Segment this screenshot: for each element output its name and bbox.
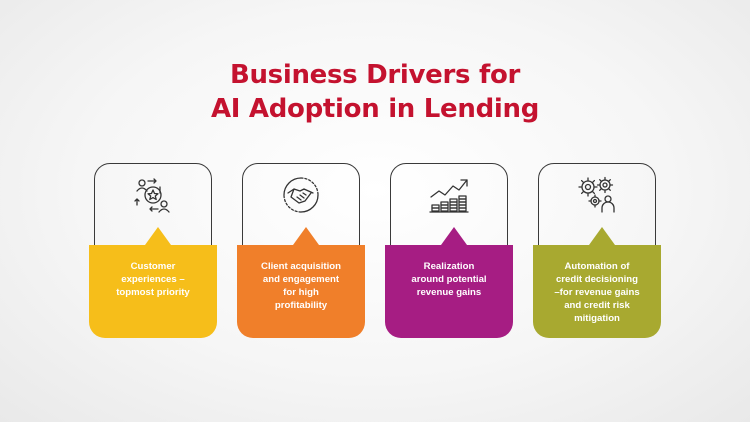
card-text-line: Customer bbox=[130, 261, 176, 272]
title-line-1: Business Drivers for bbox=[229, 60, 521, 90]
card-text-line: topmost priority bbox=[116, 287, 190, 298]
card-pointer bbox=[145, 227, 171, 245]
card-text: Client acquisition and engagement for hi… bbox=[240, 260, 362, 312]
card-text-line: and engagement bbox=[262, 274, 340, 285]
card-text-line: for high bbox=[283, 287, 319, 298]
card-text: Automation of credit decisioning –for re… bbox=[536, 260, 658, 325]
driver-card-client-acquisition: Client acquisition and engagement for hi… bbox=[237, 163, 365, 338]
card-color-panel bbox=[385, 245, 513, 338]
handshake-icon bbox=[279, 175, 323, 215]
page-title: Business Drivers for AI Adoption in Lend… bbox=[0, 58, 750, 126]
gears-person-icon bbox=[575, 175, 619, 215]
card-pointer bbox=[589, 227, 615, 245]
card-color-panel bbox=[237, 245, 365, 338]
revenue-chart-icon bbox=[427, 175, 471, 215]
driver-card-customer: Customer experiences – topmost priority bbox=[89, 163, 217, 338]
card-text-line: revenue gains bbox=[416, 287, 482, 298]
customer-cycle-icon bbox=[131, 175, 175, 215]
card-text-line: Client acquisition bbox=[261, 261, 341, 272]
card-pointer bbox=[293, 227, 319, 245]
card-text-line: mitigation bbox=[574, 313, 620, 324]
driver-card-revenue-gains: Realization around potential revenue gai… bbox=[385, 163, 513, 338]
card-text-line: around potential bbox=[411, 274, 487, 285]
card-text-line: experiences – bbox=[121, 274, 185, 285]
card-text-line: and credit risk bbox=[564, 300, 630, 311]
driver-card-automation: Automation of credit decisioning –for re… bbox=[533, 163, 661, 338]
card-text-line: credit decisioning bbox=[555, 274, 639, 285]
card-text: Realization around potential revenue gai… bbox=[388, 260, 510, 299]
title-line-2: AI Adoption in Lending bbox=[210, 94, 540, 124]
card-text: Customer experiences – topmost priority bbox=[92, 260, 214, 299]
card-pointer bbox=[441, 227, 467, 245]
card-color-panel bbox=[89, 245, 217, 338]
card-text-line: –for revenue gains bbox=[554, 287, 640, 298]
card-color-panel bbox=[533, 245, 661, 338]
card-text-line: Automation of bbox=[564, 261, 630, 272]
card-text-line: Realization bbox=[423, 261, 475, 272]
card-text-line: profitability bbox=[274, 300, 328, 311]
